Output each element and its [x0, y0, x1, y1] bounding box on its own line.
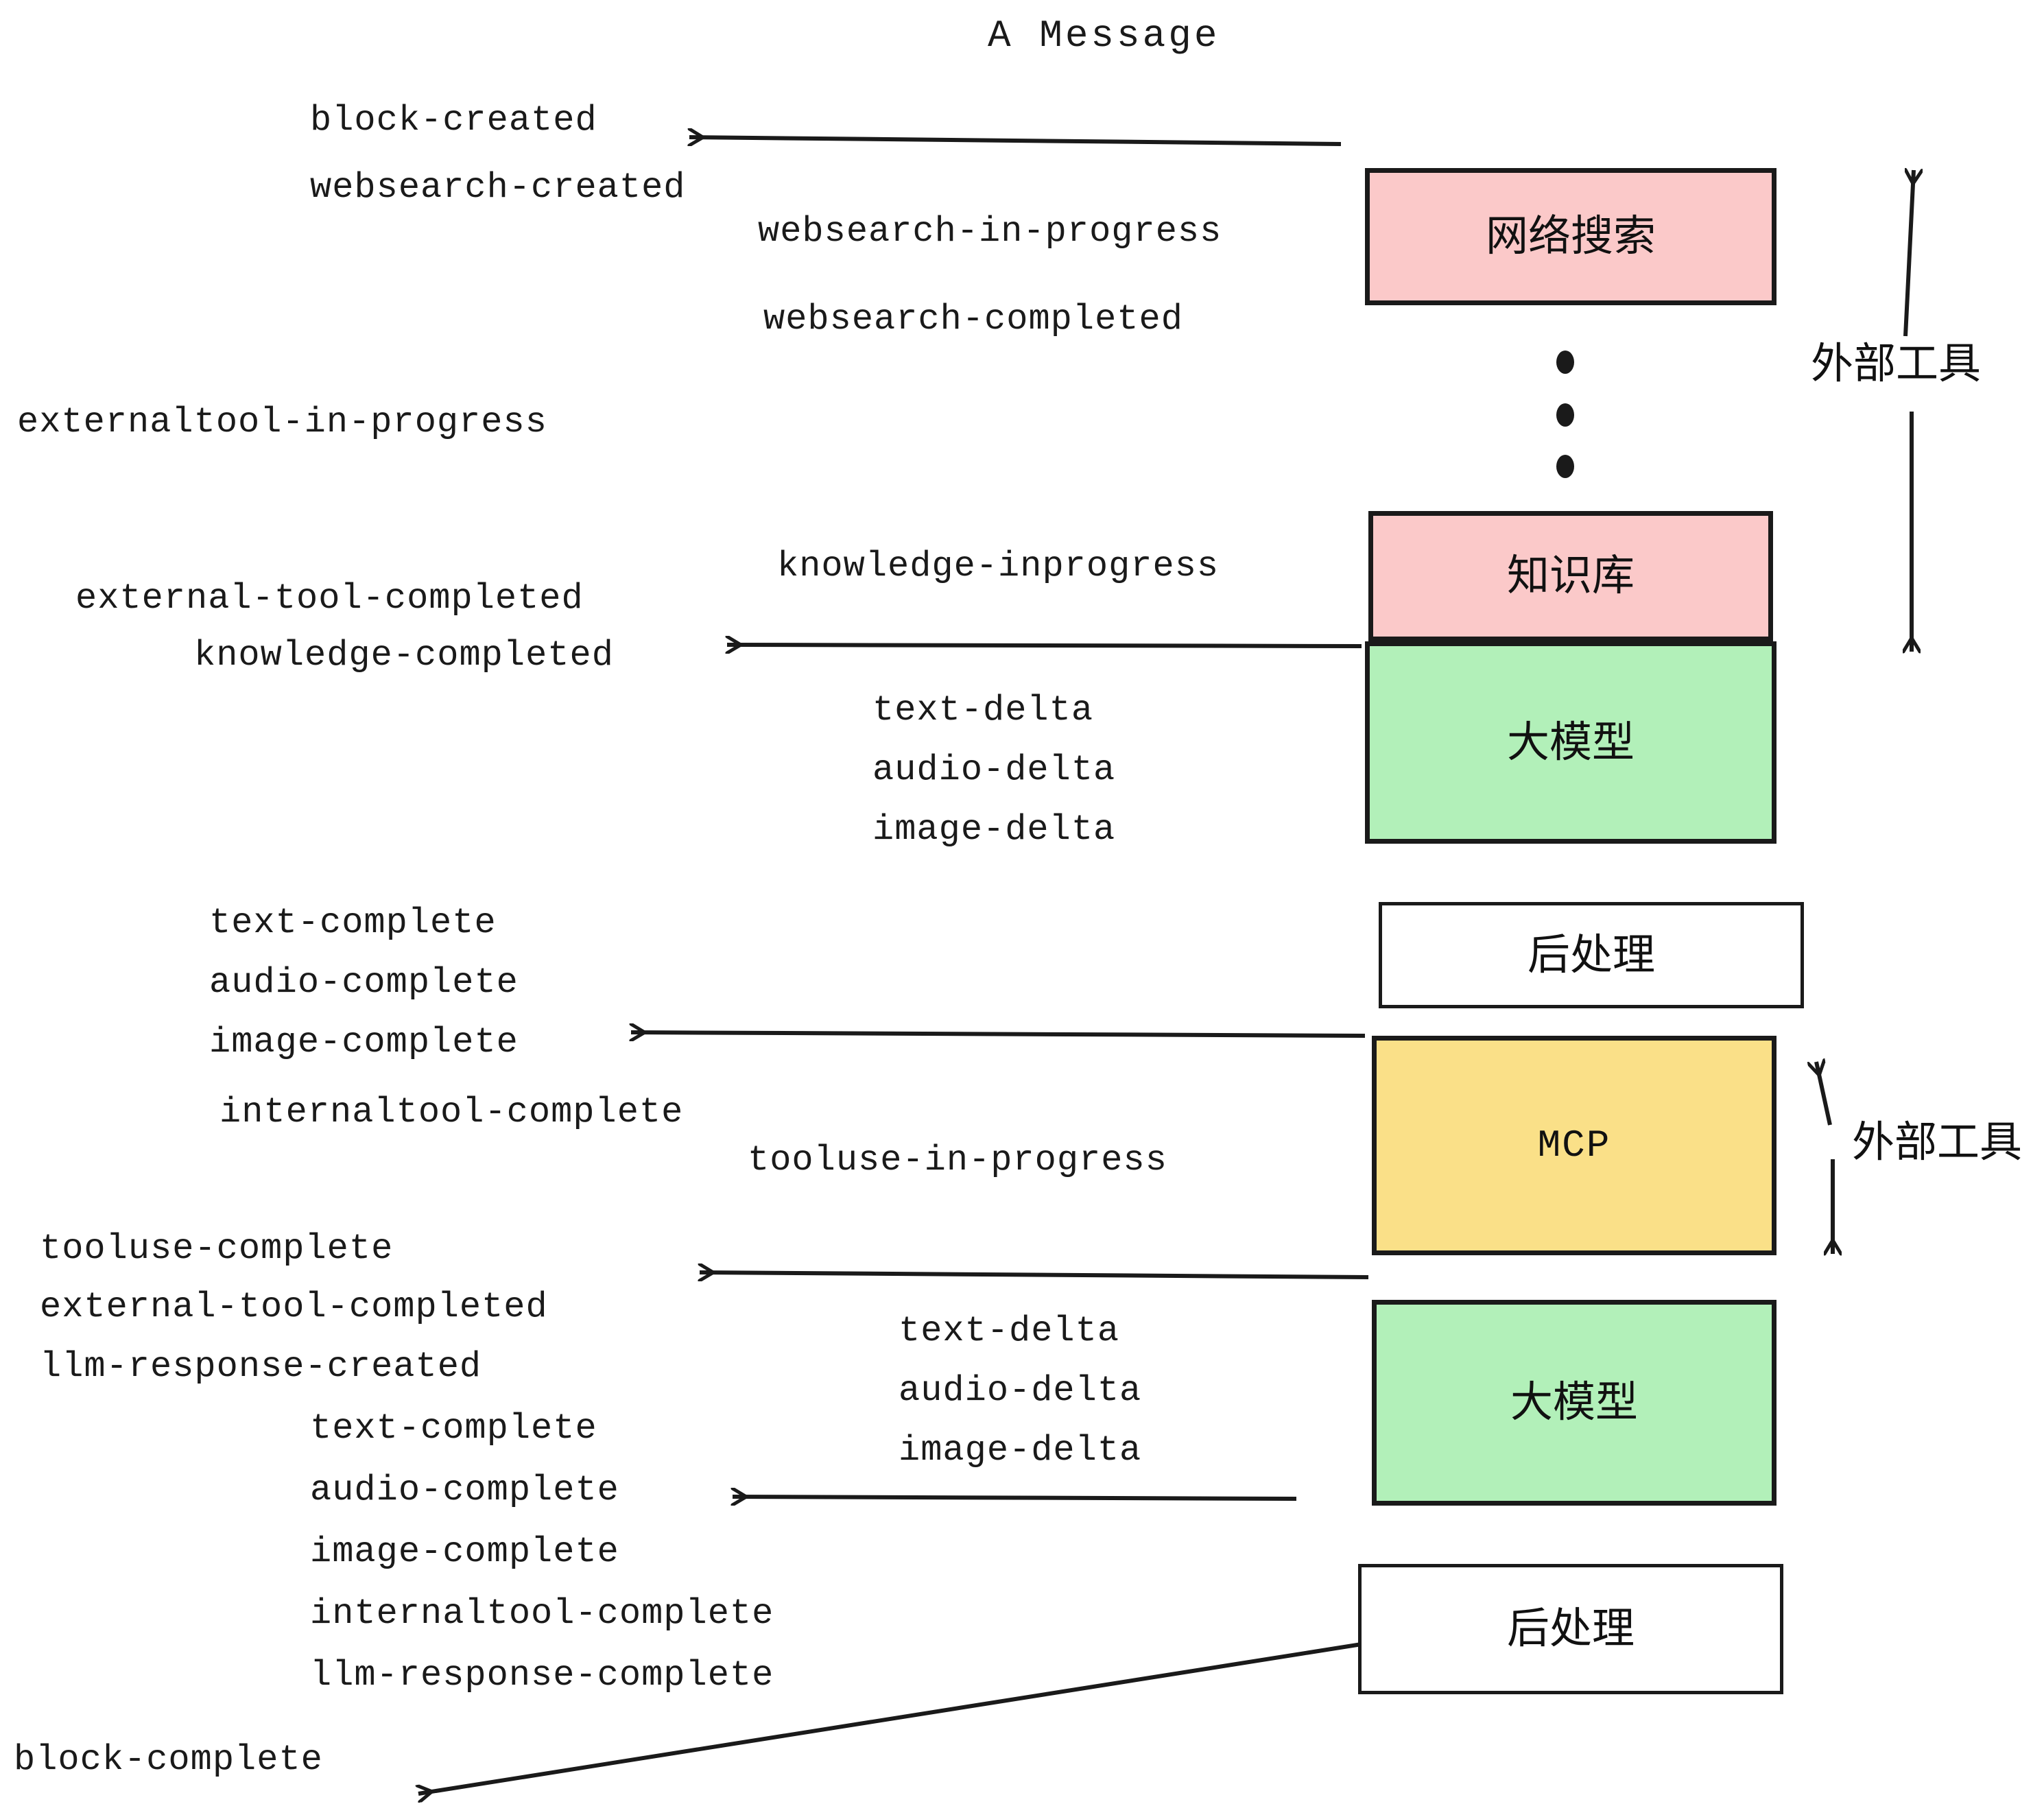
arrow-postprocess-to-block-complete — [418, 1642, 1362, 1794]
node-websearch-label: 网络搜索 — [1485, 213, 1656, 260]
event-text-delta-2: text-delta — [899, 1311, 1120, 1351]
event-text-complete-1: text-complete — [209, 903, 497, 943]
node-llm-bottom-label: 大模型 — [1510, 1379, 1638, 1426]
event-audio-delta-1: audio-delta — [872, 750, 1116, 790]
ellipsis-dots — [1556, 351, 1574, 478]
event-websearch-in-progress: websearch-in-progress — [758, 211, 1222, 252]
node-knowledge[interactable]: 知识库 — [1368, 511, 1773, 641]
event-websearch-created: websearch-created — [310, 167, 686, 208]
event-tooluse-in-progress: tooluse-in-progress — [748, 1140, 1167, 1180]
arrow-llm-to-audio-complete — [733, 1497, 1297, 1499]
event-block-created: block-created — [310, 100, 597, 141]
event-text-complete-2: text-complete — [310, 1408, 597, 1449]
event-text-delta-1: text-delta — [872, 690, 1094, 731]
arrow-websearch-to-created — [689, 137, 1342, 144]
arrow-mcp-to-tooluse-complete — [700, 1272, 1369, 1277]
event-external-tool-completed-1: external-tool-completed — [75, 578, 584, 619]
node-mcp-label: MCP — [1537, 1124, 1611, 1167]
node-llm-top[interactable]: 大模型 — [1365, 641, 1776, 844]
event-audio-complete-2: audio-complete — [310, 1470, 619, 1510]
event-knowledge-completed: knowledge-completed — [194, 635, 614, 676]
node-postprocess-bottom[interactable]: 后处理 — [1358, 1564, 1783, 1694]
event-tooluse-complete: tooluse-complete — [40, 1229, 394, 1269]
node-knowledge-label: 知识库 — [1506, 552, 1635, 600]
event-image-complete-2: image-complete — [310, 1532, 619, 1572]
event-knowledge-inprogress: knowledge-inprogress — [777, 546, 1220, 586]
event-llm-response-complete: llm-response-complete — [310, 1655, 774, 1696]
external-tools-bottom-arrow — [1816, 1062, 1833, 1254]
event-image-delta-2: image-delta — [899, 1430, 1142, 1471]
event-externaltool-in-progress: externaltool-in-progress — [17, 402, 547, 442]
node-websearch[interactable]: 网络搜索 — [1365, 168, 1776, 305]
node-llm-top-label: 大模型 — [1506, 718, 1635, 766]
node-postprocess-bottom-label: 后处理 — [1506, 1605, 1635, 1652]
event-llm-response-created: llm-response-created — [40, 1346, 482, 1387]
external-tools-top-arrow — [1905, 170, 1914, 652]
event-internaltool-complete-1: internaltool-complete — [219, 1092, 684, 1132]
arrow-knowledge-to-completed — [727, 645, 1362, 646]
node-mcp[interactable]: MCP — [1372, 1036, 1776, 1255]
event-block-complete: block-complete — [14, 1740, 323, 1780]
event-external-tool-completed-2: external-tool-completed — [40, 1287, 548, 1327]
side-label-external-tools-bottom: 外部工具 — [1852, 1119, 2023, 1166]
event-websearch-completed: websearch-completed — [763, 299, 1183, 340]
side-label-external-tools-top: 外部工具 — [1811, 340, 1982, 388]
diagram-title: A Message — [988, 14, 1220, 58]
event-audio-complete-1: audio-complete — [209, 962, 519, 1003]
arrow-postprocess-to-image-complete — [631, 1032, 1366, 1036]
event-audio-delta-2: audio-delta — [899, 1370, 1142, 1411]
node-llm-bottom[interactable]: 大模型 — [1372, 1300, 1776, 1506]
event-internaltool-complete-2: internaltool-complete — [310, 1593, 774, 1634]
event-image-complete-1: image-complete — [209, 1022, 519, 1063]
node-postprocess-top[interactable]: 后处理 — [1379, 902, 1804, 1008]
event-image-delta-1: image-delta — [872, 809, 1116, 850]
node-postprocess-top-label: 后处理 — [1527, 931, 1655, 979]
